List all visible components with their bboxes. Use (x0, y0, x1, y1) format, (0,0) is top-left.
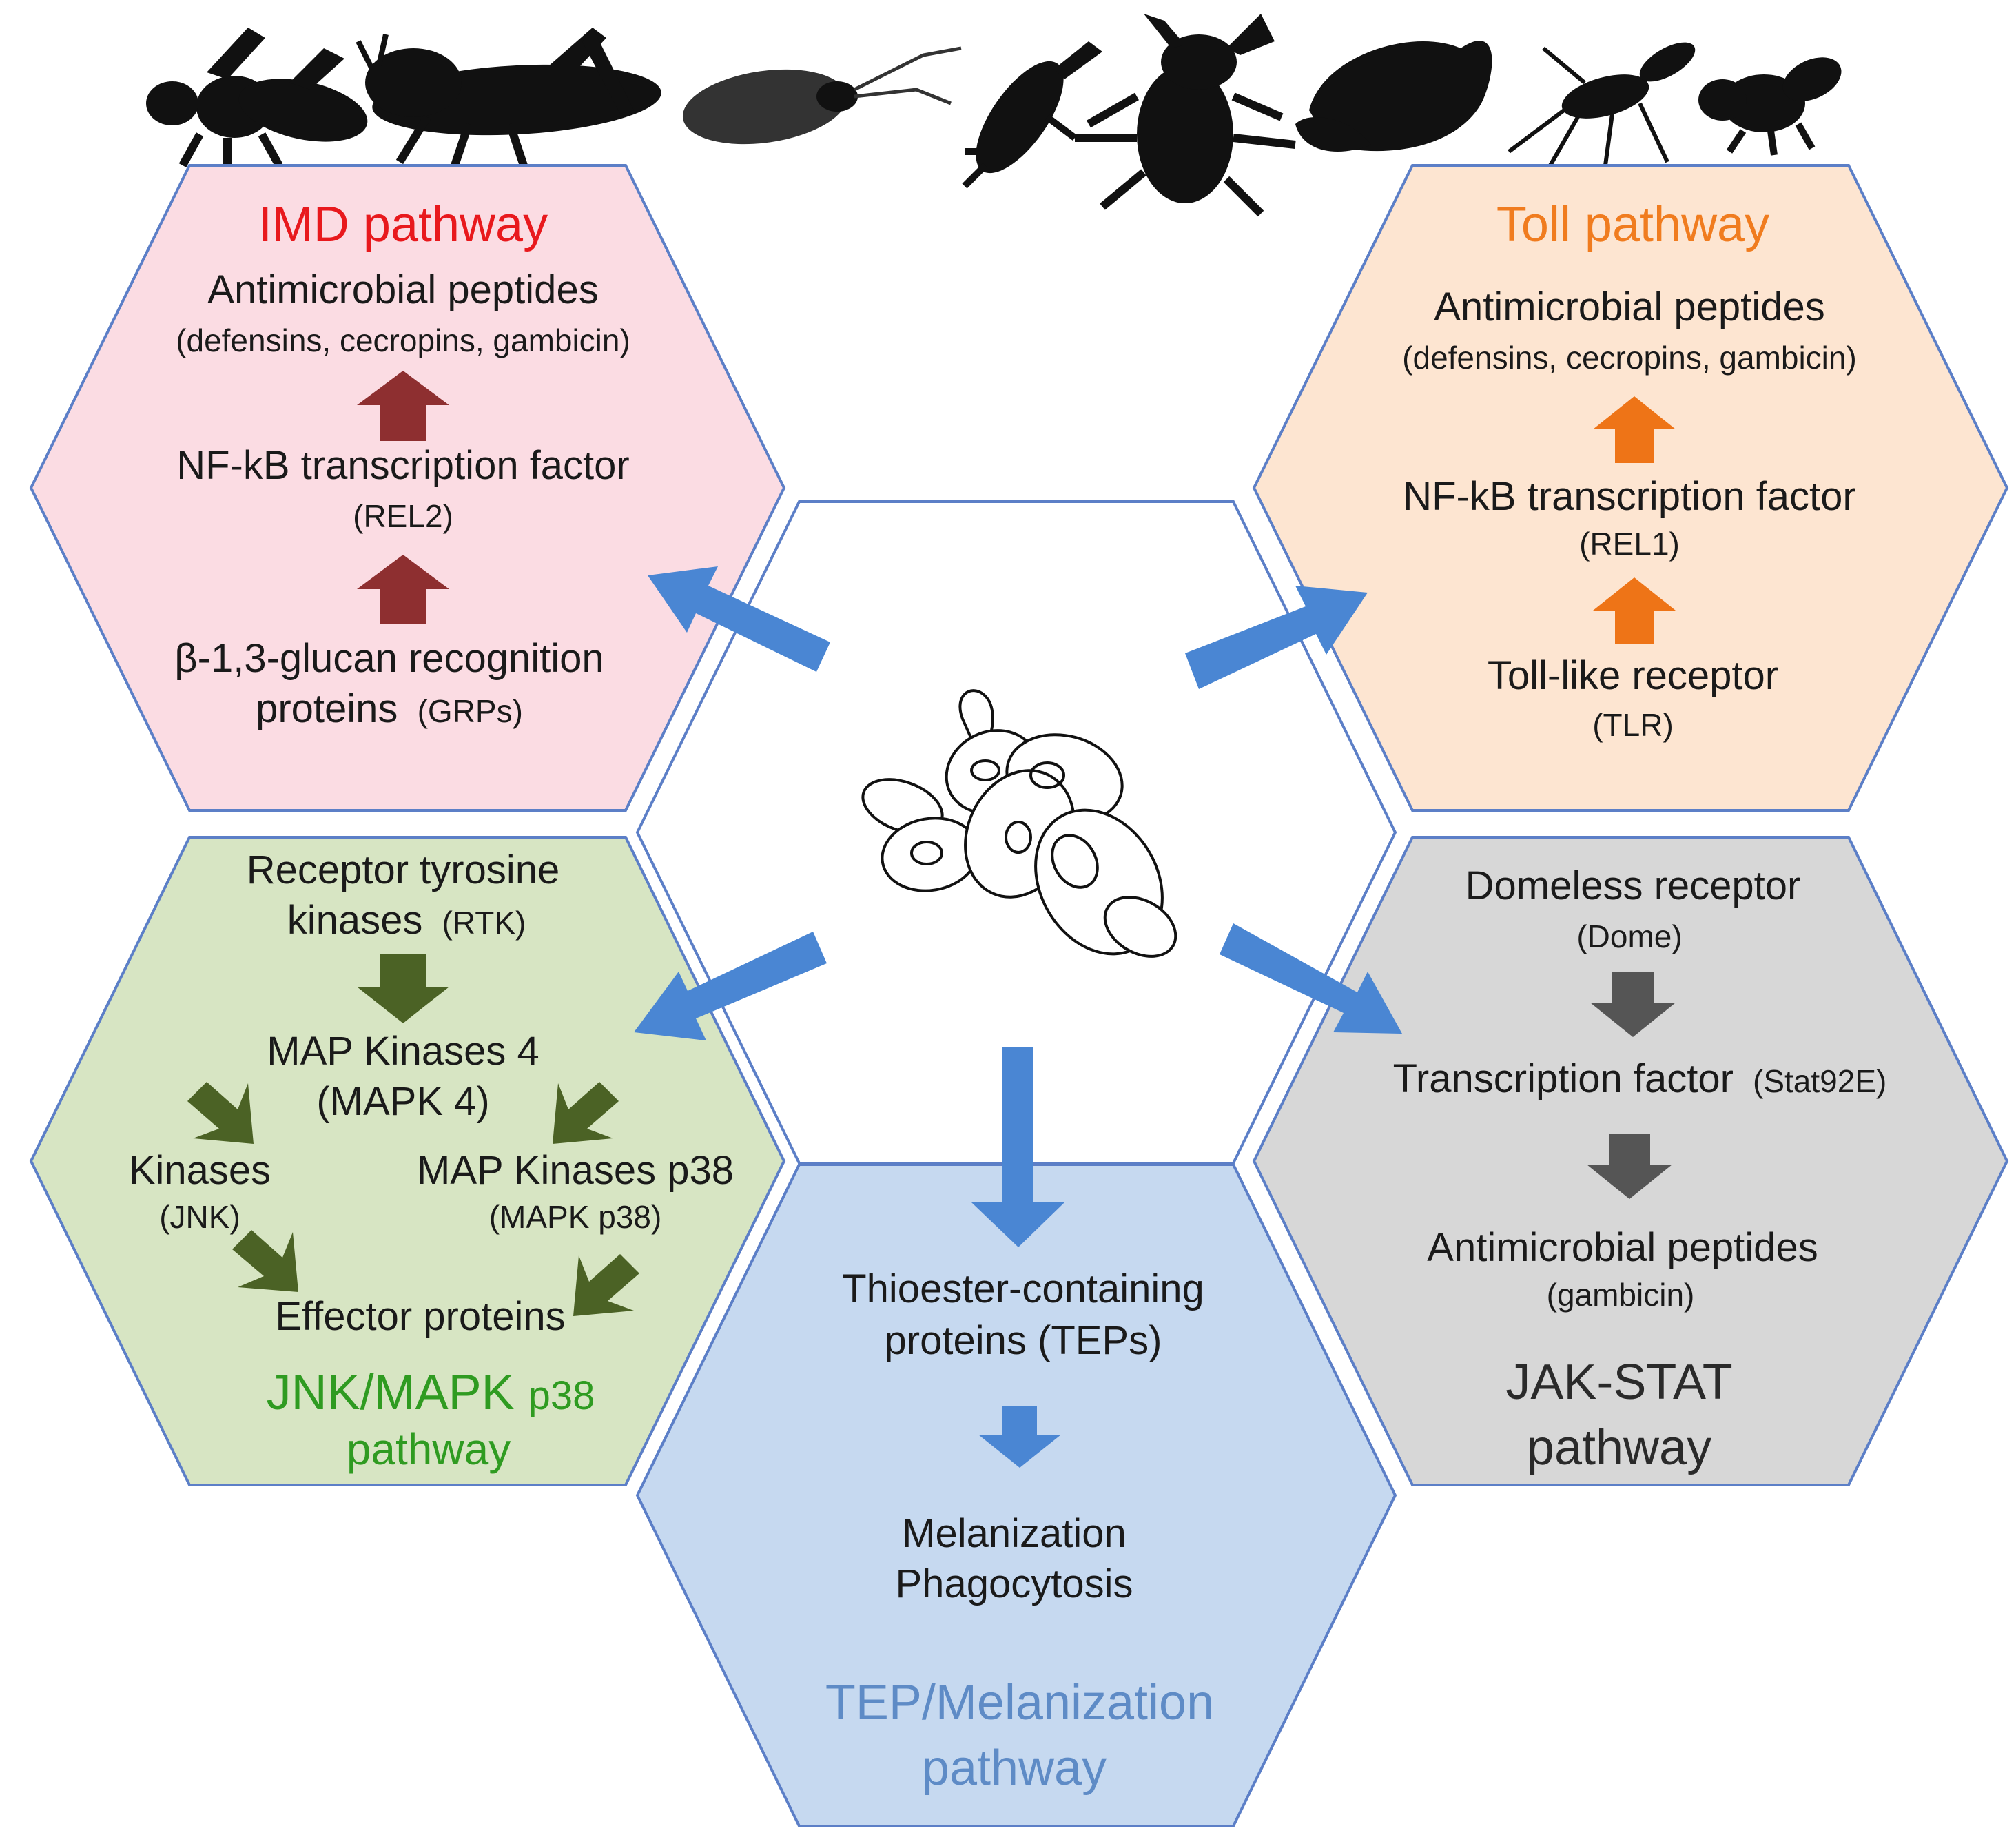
jnk-rtk-sub: (RTK) (442, 905, 526, 941)
housefly-icon (1698, 57, 1842, 156)
toll-nfkb-label: NF-kB transcription factor (1403, 474, 1856, 519)
imd-arrow-up-2 (357, 555, 449, 624)
arrow-to-imd (648, 566, 830, 672)
tep-phagocytosis-label: Phagocytosis (896, 1561, 1133, 1606)
jnk-arrow-diag-right-1 (553, 1082, 619, 1144)
tep-melanization-label: Melanization (902, 1511, 1127, 1556)
imd-nfkb-sub: (REL2) (353, 498, 453, 534)
arrow-to-jak (1220, 923, 1402, 1034)
fly-icon (146, 28, 368, 169)
jnk-pathway: Receptor tyrosine kinases (RTK) MAP Kina… (129, 848, 734, 1474)
jak-arrow-down-1 (1590, 972, 1676, 1037)
tep-pathway: Thioester-containing proteins (TEPs) Mel… (825, 1267, 1214, 1796)
arrow-to-toll (1185, 586, 1368, 689)
toll-pathway: Toll pathway Antimicrobial peptides (def… (1402, 197, 1857, 743)
toll-tlr-label: Toll-like receptor (1488, 653, 1778, 698)
toll-arrow-up-2 (1593, 577, 1676, 644)
imd-grp-proteins: proteins (256, 686, 398, 731)
tep-arrow-down (978, 1406, 1061, 1468)
jnk-title-line2: pathway (347, 1424, 511, 1474)
jnk-p38-label: MAP Kinases p38 (417, 1148, 734, 1193)
jak-stat-main: Transcription factor (1393, 1056, 1734, 1101)
imd-hexagon (29, 164, 786, 812)
tep-hexagon (635, 1163, 1397, 1827)
grasshopper-icon (356, 28, 661, 167)
toll-nfkb-sub: (REL1) (1579, 526, 1680, 562)
jak-title-line1: JAK-STAT (1505, 1355, 1732, 1410)
jak-amp-label: Antimicrobial peptides (1427, 1225, 1818, 1270)
arrow-to-tep (971, 1047, 1064, 1247)
arrow-to-jnk (634, 932, 827, 1040)
jnk-kinases-sub: (JNK) (159, 1199, 240, 1235)
imd-grp-label: β-1,3-glucan recognition (174, 636, 604, 681)
jnk-hexagon (29, 836, 786, 1486)
yeast-cells-icon (861, 689, 1177, 958)
jnk-rtk-label: Receptor tyrosine (247, 848, 560, 892)
imd-arrow-up-1 (357, 371, 449, 441)
tep-teps-label-2: proteins (TEPs) (885, 1318, 1162, 1363)
mosquito-icon (1508, 42, 1696, 167)
jnk-rtk-label-2: kinases (RTK) (287, 898, 526, 943)
jnk-mapk4-sub: (MAPK 4) (316, 1079, 489, 1124)
jak-arrow-down-2 (1587, 1134, 1672, 1199)
jnk-title: JNK/MAPK p38 (267, 1365, 595, 1420)
tep-title-line1: TEP/Melanization (825, 1675, 1214, 1730)
imd-amp-label: Antimicrobial peptides (207, 267, 598, 312)
toll-arrow-up-1 (1593, 396, 1676, 463)
jnk-arrow-diag-left-1 (187, 1082, 254, 1144)
jnk-kinases-label: Kinases (129, 1148, 271, 1193)
jnk-mapk4-label: MAP Kinases 4 (267, 1029, 539, 1074)
jak-dome-sub: (Dome) (1576, 919, 1682, 954)
imd-nfkb-label: NF-kB transcription factor (176, 443, 630, 488)
jnk-title-main: JNK/MAPK (267, 1365, 515, 1420)
toll-hexagon (1252, 164, 2009, 812)
tep-teps-label: Thioester-containing (842, 1267, 1204, 1311)
imd-pathway: IMD pathway Antimicrobial peptides (defe… (174, 197, 630, 731)
insect-silhouettes (146, 14, 1842, 217)
imd-grp-label-2: proteins (GRPs) (256, 686, 523, 731)
jak-dome-label: Domeless receptor (1465, 863, 1801, 908)
moth-icon (1295, 41, 1492, 152)
jnk-arrow-down-1 (357, 954, 449, 1023)
toll-tlr-sub: (TLR) (1592, 707, 1674, 743)
jnk-rtk-kinases: kinases (287, 898, 423, 943)
lacewing-icon (682, 46, 962, 145)
jak-pathway: Domeless receptor (Dome) Transcription f… (1393, 863, 1887, 1475)
toll-title: Toll pathway (1496, 197, 1769, 252)
jnk-effector-label: Effector proteins (275, 1294, 565, 1339)
jak-amp-sub: (gambicin) (1547, 1277, 1695, 1313)
imd-grp-sub: (GRPs) (418, 693, 523, 729)
stag-beetle-icon (1075, 14, 1296, 217)
jak-title-line2: pathway (1527, 1420, 1711, 1475)
toll-amp-label: Antimicrobial peptides (1434, 285, 1824, 329)
jnk-arrow-diag-right-2 (573, 1254, 639, 1316)
earwig-icon (962, 41, 1102, 189)
jnk-p38-sub: (MAPK p38) (489, 1199, 662, 1235)
jnk-title-p38: p38 (528, 1373, 595, 1418)
jnk-arrow-diag-left-2 (232, 1230, 298, 1292)
imd-amp-sub: (defensins, cecropins, gambicin) (176, 322, 630, 358)
tep-title-line2: pathway (922, 1741, 1107, 1796)
pathway-arrows (634, 566, 1402, 1247)
jak-stat-sub: (Stat92E) (1753, 1063, 1886, 1099)
imd-title: IMD pathway (258, 197, 548, 252)
jak-stat-label: Transcription factor (Stat92E) (1393, 1056, 1887, 1101)
toll-amp-sub: (defensins, cecropins, gambicin) (1402, 340, 1857, 376)
